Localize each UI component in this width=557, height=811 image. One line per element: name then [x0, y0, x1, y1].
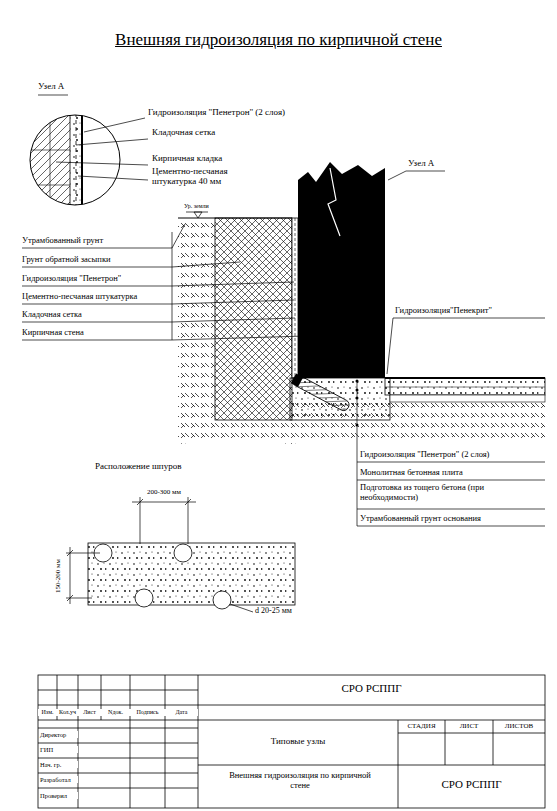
detail-title: Узел А: [38, 81, 98, 91]
layer-label: Утрамбованный грунт: [22, 236, 170, 246]
layer-label: Цементно-песчаная штукатурка 40 мм: [152, 166, 264, 187]
title-block-cell: Дата: [165, 709, 198, 716]
sheet-title: Внешняя гидроизоляция по кирпичной стене: [40, 30, 517, 50]
title-block-cell: Изм.: [38, 709, 57, 716]
title-block-cell: Нач. гр.: [40, 761, 78, 768]
title-block-cell: Подпись: [130, 709, 165, 716]
title-block-cell: Кол.уч: [57, 709, 78, 716]
layer-label: Кирпичная кладка: [152, 153, 302, 163]
level-mark: Ур. земли: [184, 203, 224, 210]
layer-label: Грунт обратной засыпки: [22, 255, 170, 265]
title-block-cell: ЛИСТОВ: [494, 722, 544, 730]
layer-label: Подготовка из тощего бетона (при необход…: [360, 483, 488, 503]
layer-label: Цементно-песчаная штукатурка: [22, 292, 170, 302]
dimension: 150-200 мм: [54, 559, 62, 593]
dimension: 200-300 мм: [134, 488, 194, 496]
layer-label: Гидроизоляция "Пенетрон" (2 слоя): [360, 450, 543, 460]
title-block-cell: Внешняя гидроизоляция по кирпичной стене: [225, 771, 375, 791]
title-block-cell: Лист: [78, 709, 101, 716]
detail-callout: Узел А: [408, 158, 453, 168]
layer-label: Гидроизоляция"Пенекрит": [395, 306, 543, 316]
title-block-cell: СРО РСППГ: [400, 778, 543, 791]
layer-label: Кирпичная стена: [22, 328, 170, 338]
layer-label: Кладочная сетка: [22, 310, 170, 320]
dimension: d 20-25 мм: [255, 606, 315, 615]
layer-label: Монолитная бетонная плита: [360, 468, 543, 478]
title-block-cell: Типовые узлы: [200, 736, 396, 746]
title-block-cell: СТАДИЯ: [399, 722, 444, 730]
title-block-cell: ГИП: [40, 746, 78, 753]
title-block-cell: СРО РСППГ: [200, 682, 543, 695]
layer-label: Гидроизоляция "Пенетрон": [22, 274, 170, 284]
subview-title: Расположение шпуров: [95, 461, 235, 471]
layer-label: Кладочная сетка: [152, 127, 302, 137]
layer-label: Утрамбованный грунт основания: [360, 514, 543, 524]
layer-label: Гидроизоляция "Пенетрон" (2 слоя): [148, 107, 318, 117]
title-block-cell: Nдок.: [101, 709, 130, 716]
title-block-cell: ЛИСТ: [446, 722, 492, 730]
title-block-cell: Директор: [40, 731, 78, 738]
title-block-cell: Проверил: [40, 792, 78, 799]
title-block-cell: Разработал: [40, 776, 78, 783]
